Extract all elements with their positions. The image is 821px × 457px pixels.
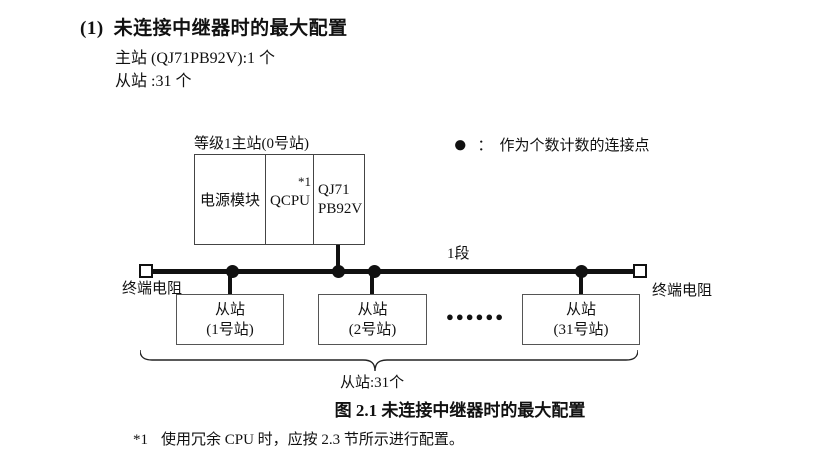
slave-label: 从站 — [565, 301, 596, 318]
connection-point-dot — [332, 265, 345, 278]
slave-station-box-2: 从站 (2号站) — [318, 294, 427, 345]
slave-label: 从站 — [357, 301, 388, 318]
connection-point-dot — [575, 265, 588, 278]
master-station-box: 电源模块 *1 QCPU QJ71 PB92V — [194, 154, 365, 245]
connection-point-icon: ● — [453, 131, 468, 158]
power-module-cell: 电源模块 — [195, 155, 266, 244]
slave1-drop-line — [228, 273, 232, 294]
terminating-resistor-right-icon — [633, 264, 647, 278]
slave-count-line: 从站 :31 个 — [115, 73, 192, 90]
qcpu-label: QCPU — [270, 193, 311, 209]
bus-line — [152, 269, 634, 274]
slave-total-label: 从站:31个 — [340, 375, 405, 391]
slave31-drop-line — [579, 273, 583, 294]
qcpu-cell: *1 QCPU — [266, 155, 314, 244]
pb92v-module-cell: QJ71 PB92V — [314, 155, 364, 244]
module-name-line1: QJ71 — [318, 181, 350, 198]
slave2-drop-line — [370, 273, 374, 294]
master-count-line: 主站 (QJ71PB92V):1 个 — [115, 50, 276, 67]
terminating-resistor-right-label: 终端电阻 — [652, 283, 713, 299]
section-number: (1) — [80, 18, 104, 39]
footnote: *1 使用冗余 CPU 时，应按 2.3 节所示进行配置。 — [133, 428, 464, 449]
legend-colon: ： — [477, 138, 493, 154]
terminating-resistor-left-icon — [139, 264, 153, 278]
segment-label: 1段 — [447, 246, 470, 262]
slave-station-box-31: 从站 (31号站) — [522, 294, 640, 345]
figure-caption: 图 2.1 未连接中继器时的最大配置 — [334, 401, 586, 420]
ellipsis-dots: ●●●●●● — [446, 309, 506, 324]
slave-station-number: (31号站) — [553, 321, 609, 338]
brace — [140, 349, 638, 372]
terminating-resistor-left-label: 终端电阻 — [122, 281, 183, 297]
legend: ● ： 作为个数计数的连接点 — [453, 131, 650, 158]
slave-station-box-1: 从站 (1号站) — [176, 294, 284, 345]
legend-text: 作为个数计数的连接点 — [499, 138, 650, 154]
slave-station-number: (1号站) — [206, 321, 254, 338]
footnote-text: 使用冗余 CPU 时，应按 2.3 节所示进行配置。 — [161, 432, 464, 448]
section-title: 未连接中继器时的最大配置 — [113, 18, 348, 39]
slave-label: 从站 — [214, 301, 245, 318]
slave-station-number: (2号站) — [348, 321, 397, 338]
master-station-label: 等级1主站(0号站) — [194, 136, 309, 152]
master-drop-line — [336, 245, 340, 269]
module-name-line2: PB92V — [318, 200, 363, 217]
footnote-reference: *1 — [298, 174, 311, 189]
section-heading: (1) 未连接中继器时的最大配置 — [80, 13, 348, 40]
footnote-marker: *1 — [133, 432, 148, 448]
